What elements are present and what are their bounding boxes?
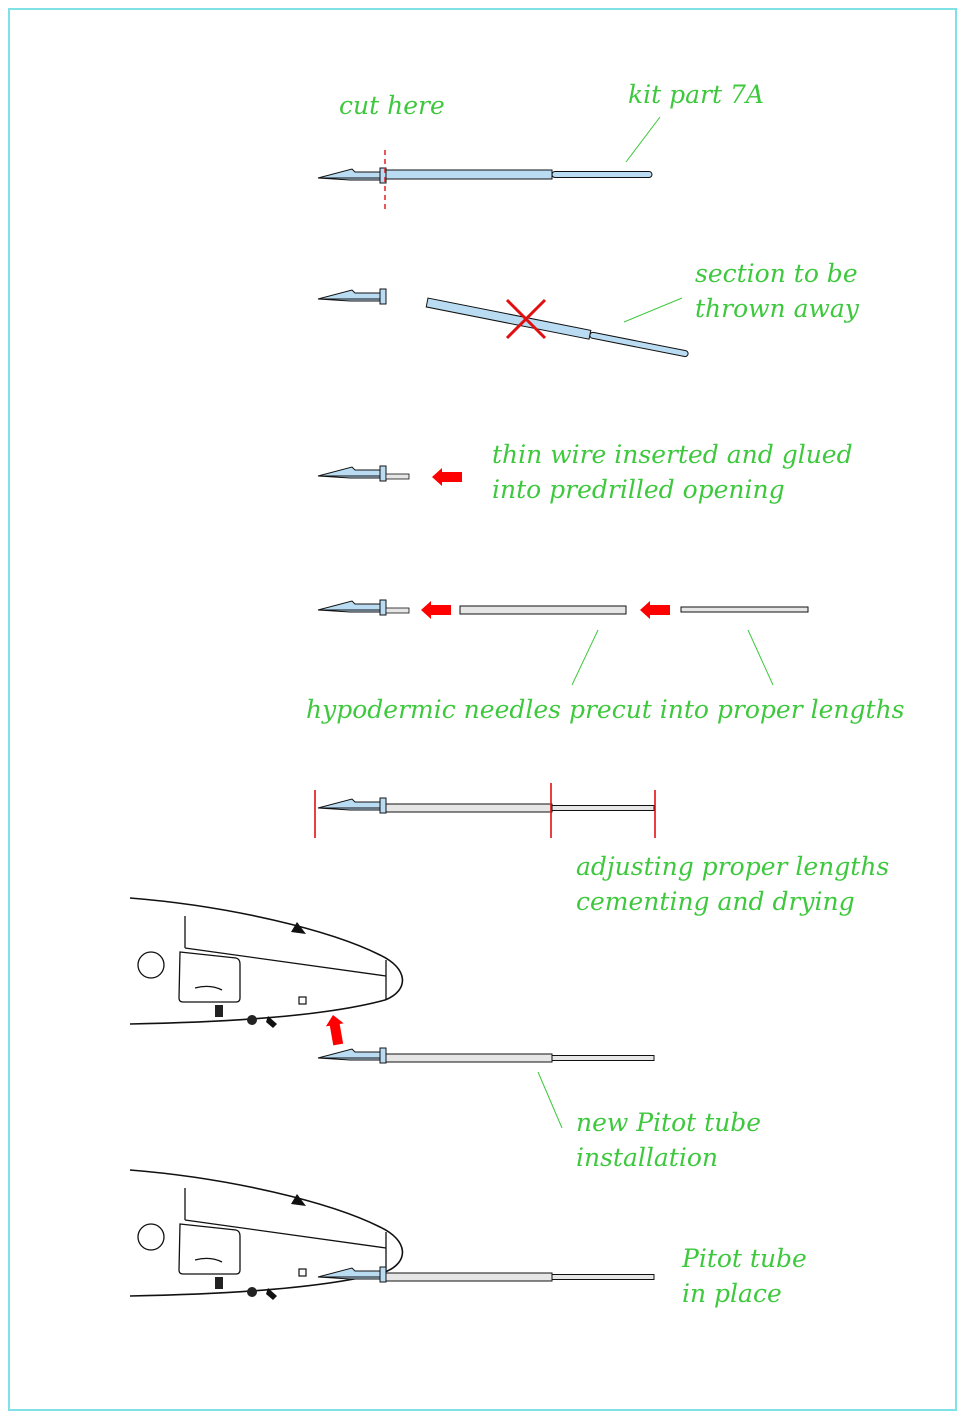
step-6-installation: [129, 897, 655, 1129]
label-section-line1: section to be: [695, 259, 858, 288]
label-install-line1: new Pitot tube: [576, 1108, 762, 1137]
label-wire-line2: into predrilled opening: [492, 475, 785, 504]
label-kit-part: kit part 7A: [628, 80, 764, 109]
red-arrow-icon: [324, 1013, 348, 1047]
red-arrow-icon: [640, 601, 670, 619]
label-inplace-line2: in place: [682, 1279, 782, 1308]
red-x-icon: [505, 298, 547, 340]
label-install-line2: installation: [576, 1143, 718, 1172]
step-7-in-place: [129, 1169, 655, 1301]
step-1-kit-part: [317, 116, 661, 212]
red-arrow-icon: [421, 601, 451, 619]
label-needles: hypodermic needles precut into proper le…: [306, 695, 905, 724]
label-cut-here: cut here: [339, 91, 445, 120]
label-wire-line1: thin wire inserted and glued: [492, 440, 853, 469]
step-2-cut-parts: [317, 288, 689, 358]
red-arrow-icon: [432, 468, 462, 486]
step-4-needles: [317, 599, 809, 686]
aircraft-nose-drawing: [129, 897, 404, 1029]
label-adjust-line1: adjusting proper lengths: [576, 852, 890, 881]
label-adjust-line2: cementing and drying: [576, 887, 855, 916]
label-section-line2: thrown away: [695, 294, 859, 323]
step-5-adjust: [314, 783, 656, 838]
aircraft-nose-drawing: [129, 1169, 404, 1301]
label-inplace-line1: Pitot tube: [682, 1244, 807, 1273]
step-3-wire: [317, 465, 462, 486]
diagram-frame: [8, 8, 957, 1411]
